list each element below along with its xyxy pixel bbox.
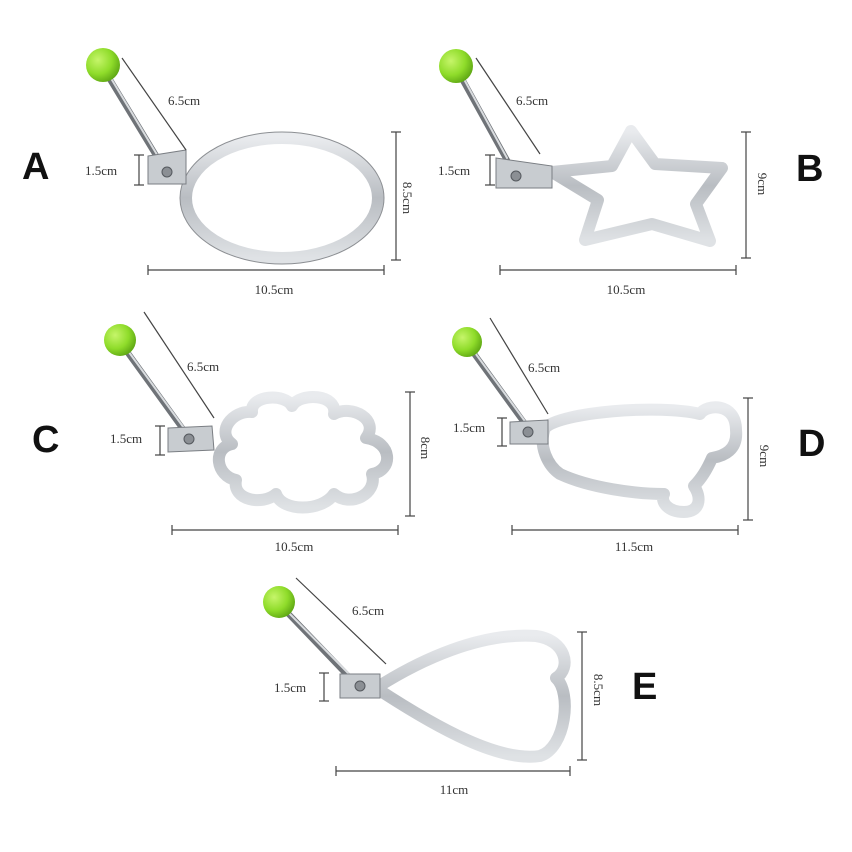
dim-e-width: 11cm <box>440 782 468 797</box>
dim-b-width: 10.5cm <box>607 282 646 297</box>
label-a: A <box>22 146 50 188</box>
dim-c-bracket: 1.5cm <box>110 431 142 446</box>
green-knob-icon <box>452 327 482 357</box>
dim-c-handle: 6.5cm <box>187 359 219 374</box>
dim-b-handle: 6.5cm <box>516 93 548 108</box>
label-d: D <box>798 423 826 465</box>
dim-e-handle: 6.5cm <box>352 603 384 618</box>
dim-e-height: 8.5cm <box>591 674 606 706</box>
label-b: B <box>796 148 824 190</box>
label-e: E <box>632 666 658 708</box>
dim-d-handle: 6.5cm <box>528 360 560 375</box>
ring-d: 6.5cm 1.5cm 9cm 11.5cm <box>452 317 772 554</box>
green-knob-icon <box>263 586 295 618</box>
dim-a-height: 8.5cm <box>400 182 415 214</box>
ring-c: 6.5cm 1.5cm 8cm 10.5cm <box>104 311 433 554</box>
dim-a-bracket: 1.5cm <box>85 163 117 178</box>
label-c: C <box>32 419 60 461</box>
dim-c-height: 8cm <box>418 437 433 459</box>
green-knob-icon <box>104 324 136 356</box>
dim-c-width: 10.5cm <box>275 539 314 554</box>
dim-a-width: 10.5cm <box>255 282 294 297</box>
dim-b-height: 9cm <box>755 173 770 195</box>
dim-d-bracket: 1.5cm <box>453 420 485 435</box>
ring-e: 6.5cm 1.5cm 8.5cm 11cm <box>263 577 606 797</box>
dim-b-bracket: 1.5cm <box>438 163 470 178</box>
dim-a-handle: 6.5cm <box>168 93 200 108</box>
green-knob-icon <box>86 48 120 82</box>
ring-b: 6.5cm 1.5cm 9cm 10.5cm <box>438 49 770 297</box>
ring-a: 6.5cm 1.5cm 8.5cm 10.5cm <box>85 48 415 297</box>
dim-e-bracket: 1.5cm <box>274 680 306 695</box>
green-knob-icon <box>439 49 473 83</box>
dim-d-height: 9cm <box>757 445 772 467</box>
dim-d-width: 11.5cm <box>615 539 653 554</box>
